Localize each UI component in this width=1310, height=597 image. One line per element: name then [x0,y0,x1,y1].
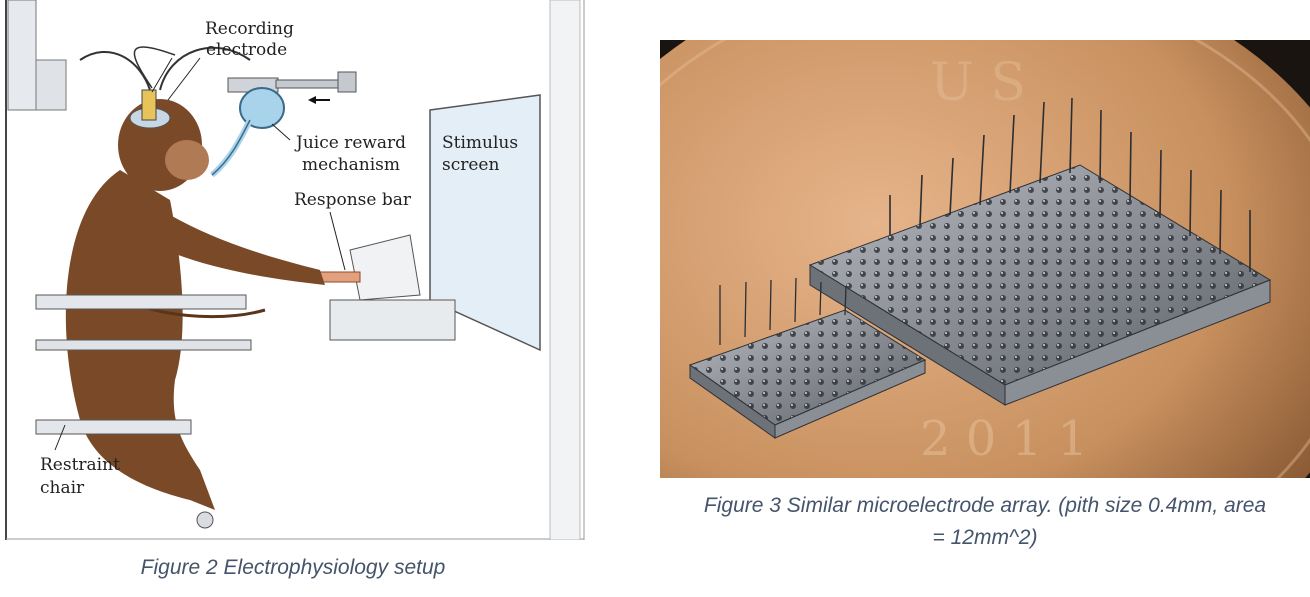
label-juice-line2: mechanism [302,155,400,175]
figure3-caption: Figure 3 Similar microelectrode array. (… [660,490,1310,554]
label-restraint-line1: Restraint [40,455,120,475]
label-stimulus-line1: Stimulus [442,133,518,153]
coin-text-top: U S [930,53,1026,113]
microelectrode-photo: U S 2 0 1 1 [540,0,1310,597]
figure3-caption-line1: Figure 3 Similar microelectrode array. (… [703,494,1267,517]
label-juice-line1: Juice reward [294,133,406,153]
electrophysiology-illustration: Recording electrode Juice reward mechani… [0,0,586,541]
figure2-caption: Figure 2 Electrophysiology setup [140,556,446,579]
label-recording-line1: Recording [205,19,294,39]
microelectrode-svg: U S 2 0 1 1 [540,0,1310,597]
label-stimulus-line2: screen [442,155,499,175]
electrophysiology-svg: Recording electrode Juice reward mechani… [5,0,586,541]
label-restraint-line2: chair [40,478,85,498]
label-recording-line2: electrode [206,40,287,60]
figure3-caption-line2: = 12mm^2) [932,526,1038,549]
label-response-bar: Response bar [294,190,412,210]
coin-text-bottom: 2 0 1 1 [920,411,1088,467]
